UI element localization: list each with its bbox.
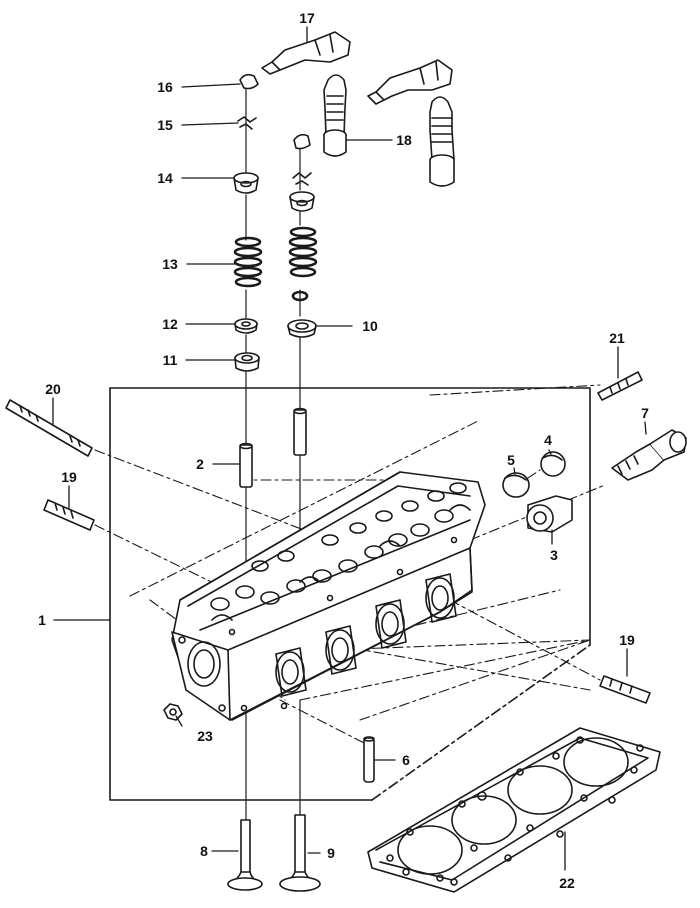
valve-guide <box>239 407 307 488</box>
stud-bolt <box>5 371 651 704</box>
callout-labels: 17 16 15 14 13 12 11 10 18 2 20 19 1 4 5… <box>38 10 649 891</box>
callout-19-left: 19 <box>61 469 77 485</box>
spring-seat <box>234 318 317 338</box>
callout-16: 16 <box>157 79 173 95</box>
intake-valve <box>227 819 263 891</box>
callout-12: 12 <box>162 316 178 332</box>
sealing-cap <box>526 495 573 533</box>
callout-18: 18 <box>396 132 412 148</box>
callout-1: 1 <box>38 612 46 628</box>
rocker-arm-2 <box>367 59 453 105</box>
cylinder-head <box>171 471 486 721</box>
callout-11: 11 <box>163 352 178 368</box>
rocker-arm <box>261 31 351 75</box>
callout-19-right: 19 <box>619 632 635 648</box>
callout-3: 3 <box>550 547 558 563</box>
leader-lines <box>52 26 647 871</box>
callout-7: 7 <box>641 405 649 421</box>
hydraulic-lifter <box>323 74 347 157</box>
hydraulic-lifter-2 <box>429 96 455 187</box>
callout-13: 13 <box>162 256 178 272</box>
callout-10: 10 <box>362 318 378 334</box>
callout-8: 8 <box>200 843 208 859</box>
dowel-pin <box>363 736 375 783</box>
callout-2: 2 <box>196 456 204 472</box>
callout-9: 9 <box>327 845 335 861</box>
callout-20: 20 <box>45 381 61 397</box>
callout-17: 17 <box>299 10 315 26</box>
callout-4: 4 <box>544 432 552 448</box>
callout-6: 6 <box>402 752 410 768</box>
temperature-sender <box>611 429 687 481</box>
callout-15: 15 <box>157 117 173 133</box>
valve-spring <box>233 226 318 302</box>
callout-5: 5 <box>507 452 515 468</box>
callout-21: 21 <box>609 330 625 346</box>
spring-retainer <box>233 172 315 212</box>
valve-keeper <box>237 116 312 186</box>
callout-14: 14 <box>157 170 173 186</box>
nut <box>163 703 183 721</box>
assembly-bracket <box>109 387 591 801</box>
callout-23: 23 <box>197 728 213 744</box>
callout-22: 22 <box>559 875 575 891</box>
valve-stem-seal <box>234 352 260 372</box>
exhaust-valve <box>279 814 321 892</box>
expansion-plug <box>502 451 566 498</box>
head-gasket <box>367 727 661 893</box>
valve-cap <box>239 73 311 150</box>
